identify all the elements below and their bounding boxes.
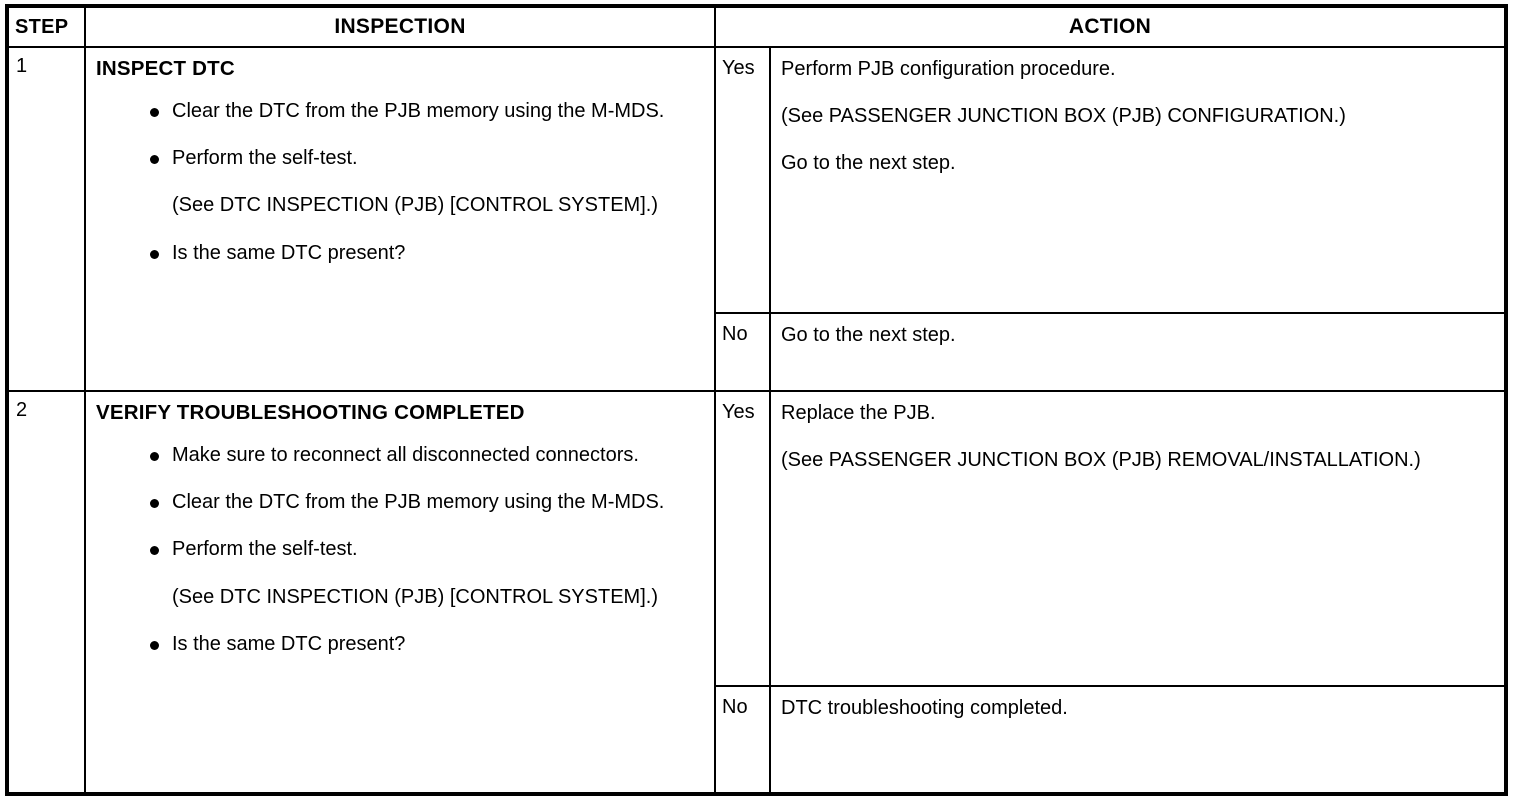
action-cell-yes-2: Replace the PJB. (See PASSENGER JUNCTION…	[768, 390, 1508, 687]
list-item: Perform the self-test.	[96, 144, 704, 172]
inspection-title: VERIFY TROUBLESHOOTING COMPLETED	[96, 401, 525, 424]
action-paragraph: DTC troubleshooting completed.	[781, 697, 1068, 719]
action-paragraph: (See PASSENGER JUNCTION BOX (PJB) REMOVA…	[781, 449, 1421, 471]
list-item: Perform the self-test.	[96, 535, 704, 563]
step-number-cell-2: 2	[6, 390, 86, 795]
list-item: Is the same DTC present?	[96, 630, 704, 658]
table-row: 1 INSPECT DTC Clear the DTC from the PJB…	[6, 46, 1508, 392]
inspection-item-list: Make sure to reconnect all disconnected …	[96, 441, 704, 659]
result-label-no-2: No	[714, 685, 771, 795]
action-cell-yes-1: Perform PJB configuration procedure. (Se…	[768, 46, 1508, 314]
table-row: No Go to the next step.	[7, 312, 1508, 392]
action-paragraph: (See PASSENGER JUNCTION BOX (PJB) CONFIG…	[781, 105, 1346, 127]
result-label-yes-1: Yes	[714, 46, 771, 314]
header-row: STEP INSPECTION ACTION	[6, 5, 1508, 48]
column-header-inspection: INSPECTION	[84, 5, 716, 48]
action-paragraph: Perform PJB configuration procedure.	[781, 58, 1116, 80]
result-label-yes-2: Yes	[714, 390, 771, 687]
result-label-no-1: No	[714, 312, 771, 392]
list-item: Is the same DTC present?	[96, 239, 704, 267]
table-row: No DTC troubleshooting completed.	[7, 685, 1508, 795]
action-paragraph: Go to the next step.	[781, 152, 956, 174]
action-paragraph: Go to the next step.	[781, 324, 956, 346]
inspection-item-list: Clear the DTC from the PJB memory using …	[96, 97, 704, 268]
table-row: 2 VERIFY TROUBLESHOOTING COMPLETED Make …	[6, 390, 1508, 795]
table-body: 1 INSPECT DTC Clear the DTC from the PJB…	[6, 46, 1508, 795]
action-cell-no-1: Go to the next step.	[768, 312, 1508, 392]
troubleshooting-table: STEP INSPECTION ACTION 1 INSPECT DTC Cle…	[5, 4, 1509, 796]
inspection-cell-1: INSPECT DTC Clear the DTC from the PJB m…	[84, 46, 716, 392]
column-header-step: STEP	[6, 5, 86, 48]
action-cell-no-2: DTC troubleshooting completed.	[768, 685, 1508, 795]
troubleshooting-chart-page: STEP INSPECTION ACTION 1 INSPECT DTC Cle…	[0, 4, 1520, 796]
column-header-action: ACTION	[713, 5, 1508, 48]
inspection-title: INSPECT DTC	[96, 57, 235, 80]
list-item: (See DTC INSPECTION (PJB) [CONTROL SYSTE…	[172, 585, 658, 608]
action-paragraph: Replace the PJB.	[781, 402, 936, 424]
list-item: Clear the DTC from the PJB memory using …	[96, 488, 704, 516]
list-item: (See DTC INSPECTION (PJB) [CONTROL SYSTE…	[172, 194, 658, 217]
step-number-cell-1: 1	[6, 46, 86, 392]
list-item: Make sure to reconnect all disconnected …	[96, 441, 704, 469]
inspection-cell-2: VERIFY TROUBLESHOOTING COMPLETED Make su…	[84, 390, 716, 795]
list-item: Clear the DTC from the PJB memory using …	[96, 97, 704, 125]
table-header: STEP INSPECTION ACTION	[6, 5, 1508, 48]
